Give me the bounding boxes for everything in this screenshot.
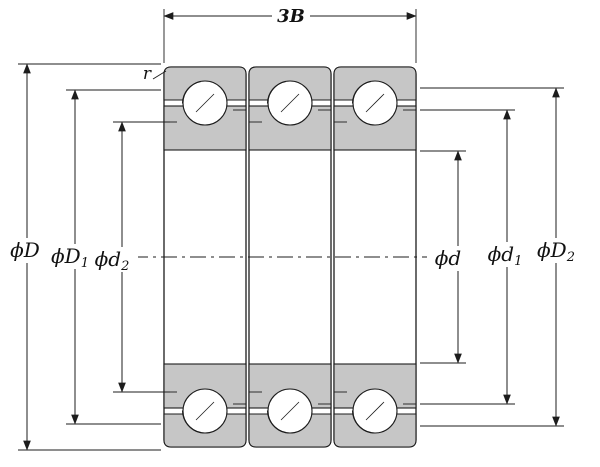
label-phi-d: ϕd xyxy=(435,246,461,270)
label-phi-D2: ϕD2 xyxy=(537,238,575,265)
corner-radius-leader xyxy=(152,70,167,80)
label-3B: 3B xyxy=(277,6,305,27)
label-phi-D1: ϕD1 xyxy=(51,244,89,271)
label-r: r xyxy=(143,64,152,84)
label-phi-D: ϕD xyxy=(10,238,40,262)
label-backgrounds xyxy=(1,3,582,272)
label-phi-d1: ϕd1 xyxy=(488,242,523,269)
label-phi-d2: ϕd2 xyxy=(95,247,130,274)
